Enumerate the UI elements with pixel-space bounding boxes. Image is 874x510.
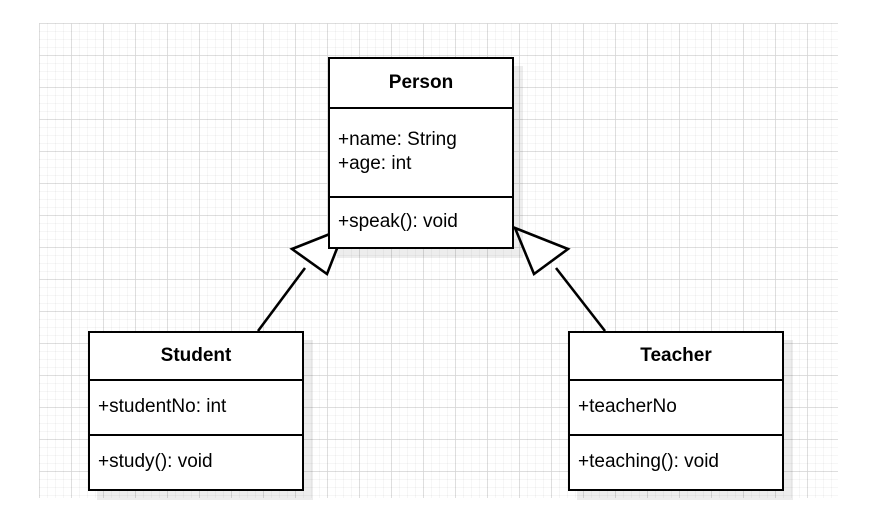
class-box-student[interactable]: Student +studentNo: int +study(): void — [88, 331, 304, 491]
class-name-person: Person — [388, 71, 454, 93]
operation-row: +speak(): void — [338, 211, 458, 233]
edge-teacher-extends-person[interactable] — [512, 225, 607, 332]
canvas-margin-right — [838, 0, 874, 510]
attribute-row: +teacherNo — [578, 396, 677, 418]
edge-line-teacher — [554, 267, 607, 332]
edge-line-student — [256, 267, 307, 332]
class-operations-person: +speak(): void — [330, 196, 512, 247]
canvas-margin-bottom — [0, 498, 874, 510]
generalization-arrowhead-teacher — [512, 225, 571, 277]
class-attributes-student: +studentNo: int — [90, 379, 302, 434]
class-operations-student: +study(): void — [90, 434, 302, 489]
class-box-person[interactable]: Person +name: String +age: int +speak():… — [328, 57, 514, 249]
attribute-row: +age: int — [338, 153, 412, 174]
class-name-student: Student — [160, 344, 232, 366]
attribute-row: +name: String — [338, 129, 457, 151]
operation-row: +study(): void — [98, 451, 213, 473]
operation-row: +teaching(): void — [578, 451, 719, 473]
class-name-teacher: Teacher — [640, 344, 712, 366]
class-attributes-person: +name: String +age: int — [330, 107, 512, 196]
class-box-teacher[interactable]: Teacher +teacherNo +teaching(): void — [568, 331, 784, 491]
canvas-margin-top — [0, 0, 874, 23]
class-operations-teacher: +teaching(): void — [570, 434, 782, 489]
canvas-margin-left — [0, 0, 39, 510]
class-attributes-teacher: +teacherNo — [570, 379, 782, 434]
attribute-row: +studentNo: int — [98, 396, 227, 418]
